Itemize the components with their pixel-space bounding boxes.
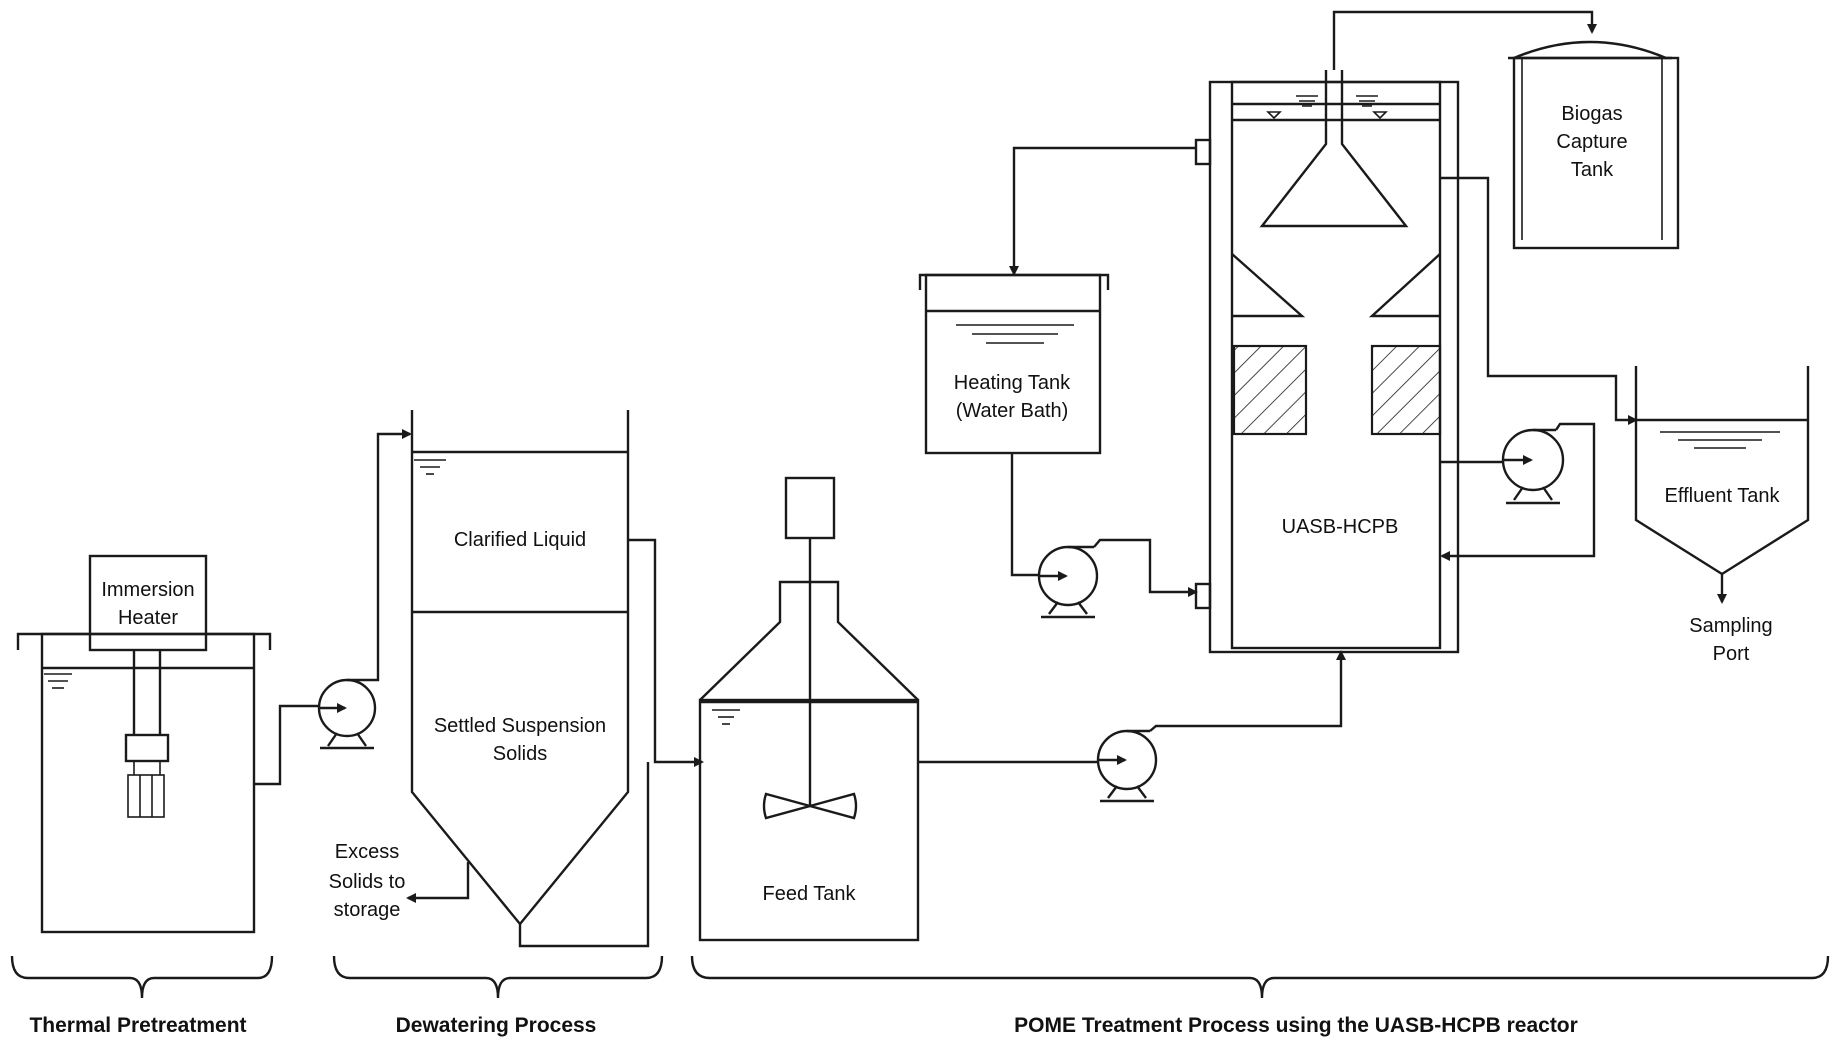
- thermal-pretreatment-tank: [16, 632, 272, 934]
- biogas-label-1: Biogas: [1561, 103, 1622, 125]
- excess-solids-label-3: storage: [334, 899, 401, 921]
- section-pome-label: POME Treatment Process using the UASB-HC…: [1014, 1014, 1578, 1037]
- liquid-level-icon: [1266, 95, 1388, 120]
- brace-dewatering: [332, 955, 664, 999]
- settled-solids-label-2: Solids: [493, 743, 547, 765]
- heating-tank-label-2: (Water Bath): [956, 400, 1069, 422]
- gas-hood: [1259, 70, 1409, 228]
- pump-icon: [1501, 428, 1565, 505]
- feed-tank: Feed Tank: [698, 476, 920, 942]
- pump-icon: [317, 678, 377, 750]
- heating-tank-label-1: Heating Tank: [954, 372, 1071, 394]
- sampling-port-label-2: Port: [1713, 643, 1750, 665]
- brace-thermal: [10, 955, 274, 999]
- reactor-label: UASB-HCPB: [1282, 516, 1399, 538]
- liquid-level-icon: [44, 673, 72, 689]
- heating-tank: Heating Tank (Water Bath): [918, 273, 1110, 455]
- uasb-hcpb-reactor: UASB-HCPB: [1194, 70, 1460, 654]
- brace-pome: [690, 955, 1830, 999]
- effluent-tank-label: Effluent Tank: [1665, 485, 1781, 507]
- clarified-liquid-label: Clarified Liquid: [454, 529, 586, 551]
- immersion-heater: Immersion Heater: [88, 554, 208, 818]
- pump-icon: [1037, 545, 1099, 619]
- baffle-right: [1368, 253, 1441, 318]
- pump-icon: [1096, 729, 1158, 803]
- baffle-left: [1231, 253, 1306, 318]
- packed-bed-right: [1370, 344, 1442, 436]
- liquid-level-icon: [414, 459, 446, 475]
- section-dewatering-label: Dewatering Process: [396, 1014, 597, 1037]
- feed-tank-label: Feed Tank: [762, 883, 856, 905]
- packed-bed-left: [1232, 344, 1308, 436]
- biogas-label-2: Capture: [1556, 131, 1627, 153]
- settled-solids-label-1: Settled Suspension: [434, 715, 606, 737]
- clarifier-tank: Clarified Liquid Settled Suspension Soli…: [410, 410, 630, 926]
- immersion-heater-label-1: Immersion: [101, 579, 194, 601]
- impeller-icon: [762, 792, 858, 820]
- mixer-motor-icon: [784, 476, 836, 540]
- biogas-label-3: Tank: [1571, 159, 1614, 181]
- biogas-capture-tank: Biogas Capture Tank: [1508, 40, 1680, 250]
- sampling-port-label-1: Sampling: [1689, 615, 1772, 637]
- immersion-heater-label-2: Heater: [118, 607, 178, 629]
- excess-solids-label-2: Solids to: [329, 871, 406, 893]
- section-thermal-label: Thermal Pretreatment: [29, 1014, 246, 1037]
- liquid-level-icon: [712, 709, 740, 725]
- excess-solids-label-1: Excess: [335, 841, 399, 863]
- effluent-tank: Effluent Tank: [1634, 366, 1810, 576]
